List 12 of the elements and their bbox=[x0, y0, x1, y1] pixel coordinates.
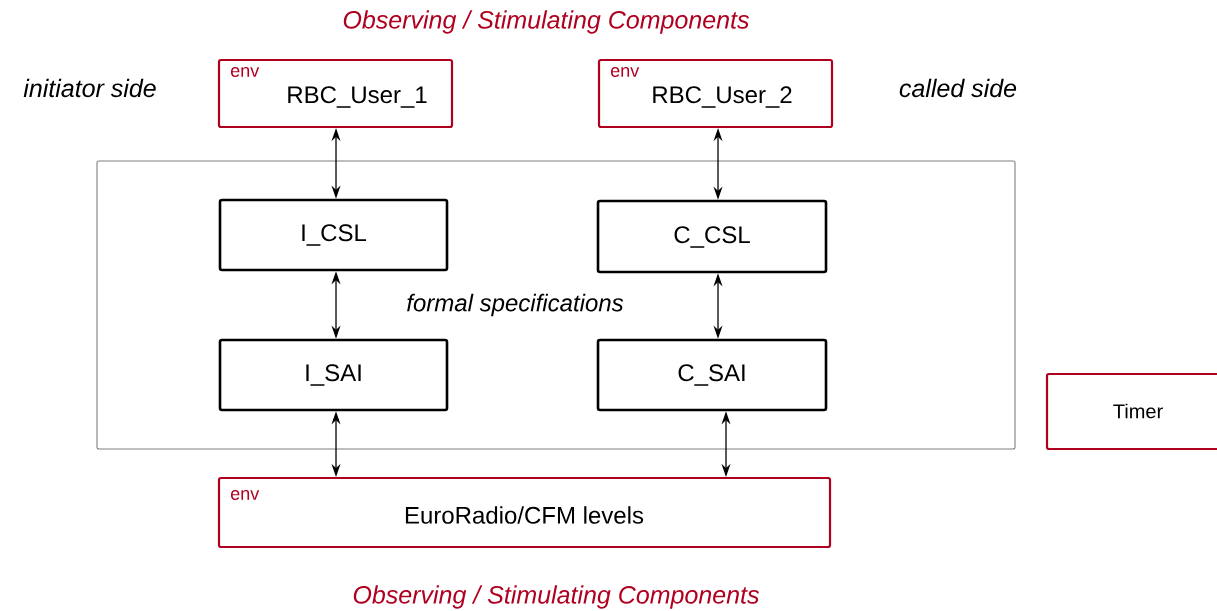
environment-box: env RBC_User_1 bbox=[217, 58, 454, 129]
environment-box: env EuroRadio/CFM levels bbox=[217, 476, 832, 549]
timer-box: Timer bbox=[1045, 372, 1217, 451]
side-label: initiator side bbox=[23, 78, 156, 98]
component-box: C_SAI bbox=[596, 338, 828, 412]
component-box: C_CSL bbox=[596, 199, 828, 274]
component-box: I_SAI bbox=[218, 338, 449, 412]
environment-box: env RBC_User_2 bbox=[597, 58, 834, 129]
component-box: I_CSL bbox=[218, 198, 449, 272]
section-heading: Observing / Stimulating Components bbox=[353, 585, 759, 609]
side-label: called side bbox=[899, 78, 1017, 98]
section-heading: Observing / Stimulating Components bbox=[343, 10, 749, 34]
